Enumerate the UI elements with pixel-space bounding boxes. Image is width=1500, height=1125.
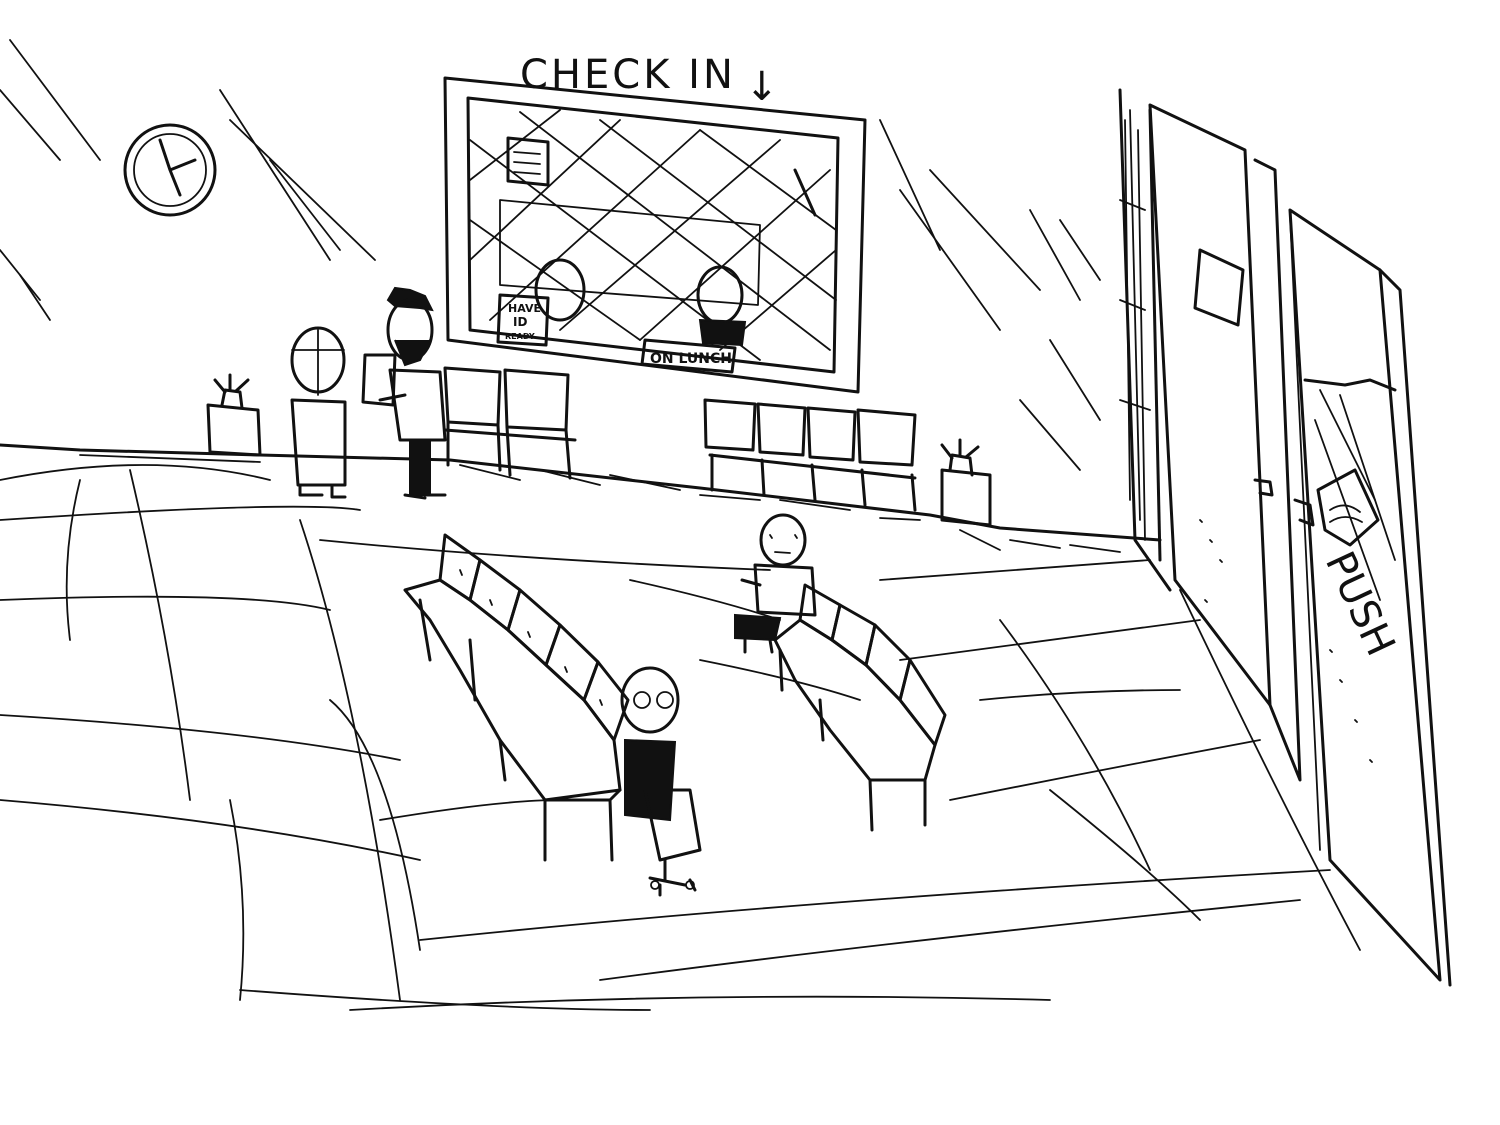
door-flyer-icon [1193, 248, 1245, 327]
right-door[interactable] [1288, 208, 1442, 982]
front-bench-left [403, 533, 630, 862]
lunch-sign-label: ON LUNCH [650, 351, 732, 367]
back-row-chairs-right [703, 398, 917, 512]
floor-scuff-marks [79, 454, 1121, 553]
check-in-heading: CHECK IN ↓ [520, 52, 779, 110]
potted-plant-icon [940, 438, 992, 527]
seated-child-figure [734, 513, 817, 654]
reception-window [443, 76, 867, 394]
front-bench-right [773, 583, 947, 832]
standing-man-figure [361, 286, 447, 500]
left-door-handle[interactable] [1253, 478, 1274, 497]
wall-hatching [0, 39, 1101, 471]
wall-clock-icon [123, 123, 217, 217]
id-sign-line1: HAVE [508, 302, 541, 315]
seated-woman-figure [290, 326, 347, 499]
right-door-handle[interactable] [1293, 498, 1315, 527]
door-sticker-icon [1316, 468, 1380, 547]
on-lunch-sign: ON LUNCH [640, 338, 737, 374]
back-row-chairs-left [443, 366, 577, 480]
floor-tile-grid [0, 464, 1361, 1011]
potted-plant-icon [206, 373, 262, 457]
id-sign-line2: ID [513, 315, 527, 329]
push-sign: PUSH [1316, 545, 1404, 663]
id-ready-sign: HAVE ID READY [496, 293, 550, 347]
check-in-label: CHECK IN [520, 52, 736, 98]
left-door[interactable] [1148, 103, 1272, 707]
entrance-doors: PUSH [1118, 88, 1452, 987]
check-in-arrow-icon: ↓ [745, 64, 779, 110]
id-sign-line3: READY [505, 332, 535, 341]
seated-old-man-figure [620, 666, 702, 897]
